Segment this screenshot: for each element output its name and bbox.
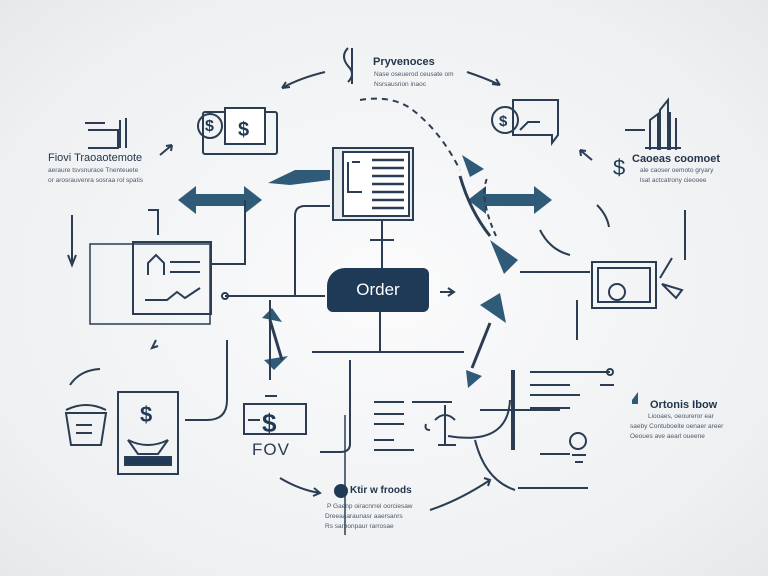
node-desc-top-2: Nsrsausrion inaoc [374, 81, 427, 88]
node-title-fov: FOV [252, 440, 290, 459]
receipt-icon [117, 391, 179, 475]
building-chart-icon [625, 97, 681, 150]
node-title-right: Caoeas coomoet [632, 153, 721, 165]
register-icon [85, 118, 127, 149]
node-title-bottom: Ktir w froods [350, 485, 412, 496]
node-desc-bottom-1: P Gaenp oiracnrrel oorciesaw [327, 503, 413, 510]
scale-icon [424, 405, 456, 446]
basket-icon [64, 404, 108, 446]
connector-lines [225, 205, 560, 453]
svg-text:$: $ [262, 408, 277, 438]
node-desc-bottom-2: Dreeaaaraunasr aaersanrs [325, 513, 403, 520]
svg-text:$: $ [238, 119, 249, 141]
node-desc-bottom-right-1: Liooaes, oeoureror ear [648, 413, 714, 420]
arrow-top-left [281, 71, 326, 89]
node-title-bottom-right: Ortonis Ibow [650, 399, 718, 411]
document-icon [332, 147, 414, 221]
node-desc-right-1: ale caoser oemoto gryary [640, 167, 714, 174]
presentation-icon [591, 257, 684, 309]
node-desc-bottom-3: Rs sarponpaur rarrosae [325, 523, 394, 530]
big-arrows [178, 155, 552, 388]
cash-icon [243, 395, 307, 435]
svg-text:$: $ [205, 118, 214, 135]
money-cards-icon [197, 107, 278, 155]
node-desc-bottom-right-3: Oeoues ave aearl oueene [630, 433, 705, 440]
chat-dollar-icon [491, 99, 559, 146]
node-desc-bottom-right-2: saeby Contuboeite oenaer areer [630, 423, 724, 430]
dollar-bulb-icon [343, 47, 353, 84]
order-node[interactable]: Order [327, 268, 429, 312]
node-desc-right-2: lsat actcatrony cieooee [640, 177, 707, 184]
svg-text:$: $ [140, 402, 152, 427]
chart-document-icon [89, 241, 212, 325]
node-title-top: Pryvenoces [373, 56, 435, 68]
node-title-left: Fiovi Traoaotemote [48, 152, 143, 164]
node-desc-left-1: aeraure tsvsnurace Tnenteuete [48, 167, 139, 174]
node-desc-left-2: or arosrauvenra sosraa rol spatis [48, 177, 144, 184]
svg-text:$: $ [613, 155, 625, 180]
arrow-top-right [466, 71, 501, 86]
svg-text:$: $ [499, 113, 508, 130]
node-desc-top-1: Nase oseuerod ceusate om [374, 71, 454, 78]
